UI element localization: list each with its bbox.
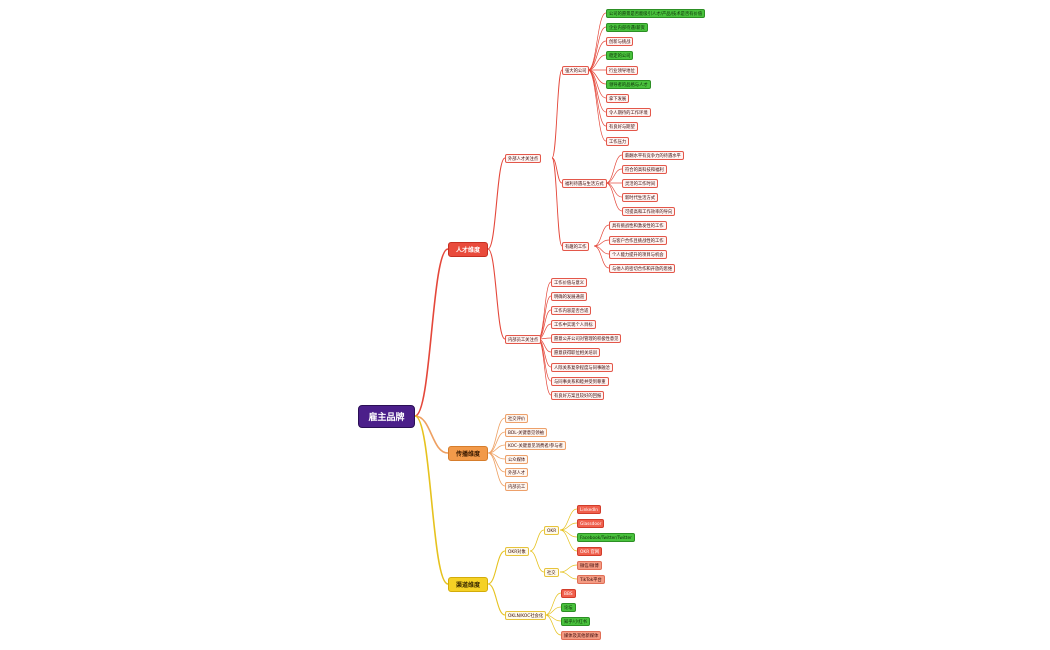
leaf[interactable]: 工作中实现个人目标 [551,320,596,329]
connector-line [587,69,607,142]
connector-line [537,338,552,396]
leaf[interactable]: 明确的发展通道 [551,292,588,301]
branch-talent[interactable]: 人才维度 [448,242,488,257]
connector-line [487,550,506,585]
node-internal-talent[interactable]: 内部员工关注点 [505,335,542,344]
leaf[interactable]: Facebook/Twitter/Twitter [577,533,635,542]
leaf[interactable]: 外部人才 [505,468,529,477]
leaf[interactable]: 创新与挑战 [606,37,634,46]
leaf[interactable]: 符合的高科技和福利 [622,165,667,174]
node-social[interactable]: 社交 [544,568,559,577]
leaf[interactable]: 可提高和工作效率的导向 [622,207,676,216]
leaf[interactable]: 企业内部待遇/薪资 [606,23,648,32]
leaf[interactable]: 具有挑战性和激发性的工作 [609,221,667,230]
connector-line [587,54,607,71]
connector-line [559,571,578,580]
node-welfare[interactable]: 福利待遇与生活方式 [562,179,607,188]
leaf[interactable]: 有良好方案且较好的回报 [551,391,605,400]
connector-line [487,583,506,616]
connector-line [593,224,610,247]
leaf[interactable]: 愿意获得职位相关培训 [551,348,600,357]
connector-line [605,182,623,212]
connector-line [605,182,623,198]
node-external-talent[interactable]: 外部人才关注点 [505,154,542,163]
node-interesting-work[interactable]: 有趣的工作 [562,242,590,251]
root-node[interactable]: 雇主品牌 [358,405,415,428]
leaf[interactable]: 公司的愿景是否能吸引人才/产品/技术是否有价值 [606,9,706,18]
leaf[interactable]: 个人能力提升的项目与机会 [609,250,667,259]
connector-line [559,529,578,552]
connector-line [414,248,449,417]
connector-line [414,415,449,454]
node-strong-company[interactable]: 强大的公司 [562,66,590,75]
connector-line [587,12,607,71]
leaf[interactable]: BDL-关键意见领袖 [505,428,547,437]
connector-line [551,69,563,159]
connector-line [537,295,552,340]
connector-line [559,522,578,531]
leaf[interactable]: Glassdoor [577,519,605,528]
connector-line [587,40,607,71]
leaf[interactable]: 令人期待的工作环境 [606,108,651,117]
branch-communication[interactable]: 传播维度 [448,446,488,461]
leaf[interactable]: 工作内容是否合适 [551,306,592,315]
connector-line [544,614,562,636]
leaf[interactable]: 有良好与期望 [606,122,638,131]
leaf[interactable]: 与他人的密切合作和开放的思维 [609,264,676,273]
leaf[interactable]: 与同事关系和睦并受到尊重 [551,377,609,386]
connector-line [587,69,607,99]
connector-line [587,26,607,71]
connector-line [487,157,506,250]
leaf[interactable]: 稳定的公司 [606,51,634,60]
connector-line [537,281,552,340]
connector-line [529,550,545,573]
connector-line [593,239,610,247]
leaf[interactable]: 领导者的品格与人才 [606,80,651,89]
leaf[interactable]: LinkedIn [577,505,602,514]
connector-line [593,245,610,269]
connector-line [587,69,607,127]
node-media[interactable]: OKLN/KOC社会化 [505,611,547,620]
leaf[interactable]: 灵活的工作时间 [622,179,659,188]
connector-line [544,606,562,616]
connector-line [414,415,449,585]
leaf[interactable]: 微信/微博 [577,561,602,570]
branch-channel[interactable]: 渠道维度 [448,577,488,592]
leaf[interactable]: 工作价值与意义 [551,278,588,287]
leaf[interactable]: BBS [561,589,576,598]
connector-line [559,564,578,573]
connector-line [487,248,506,340]
leaf[interactable]: 人际关系复杂程度与同事融洽 [551,363,613,372]
leaf[interactable]: KOC-关键意见消费者/参与者 [505,441,566,450]
connector-line [559,508,578,531]
leaf[interactable]: 媒体及其他新媒体 [561,631,602,640]
leaf[interactable]: 知乎/小红书 [561,617,590,626]
connector-line [605,168,623,184]
leaf[interactable]: 新时代生活方式 [622,193,659,202]
connector-line [487,417,506,454]
leaf[interactable]: 内部员工 [505,482,529,491]
leaf[interactable]: 行业领导地位 [606,66,638,75]
node-okr-target[interactable]: OKR对象 [505,547,529,556]
leaf[interactable]: 拿下发展 [606,94,630,103]
node-okr[interactable]: OKR [544,526,560,535]
connector-line [544,592,562,616]
leaf[interactable]: 社交评价 [505,414,529,423]
leaf[interactable]: 论坛 [561,603,576,612]
leaf[interactable]: 愿意公开公司对管理的积极性意见 [551,334,622,343]
connector-line [551,157,563,247]
leaf[interactable]: 薪酬水平有竞争力的待遇水平 [622,151,684,160]
leaf[interactable]: 工作压力 [606,137,630,146]
connector-line [487,452,506,487]
connector-line [605,154,623,184]
connector-line [529,529,545,552]
leaf[interactable]: OKR 官网 [577,547,603,556]
leaf[interactable]: TikTok平台 [577,575,605,584]
leaf[interactable]: 公众媒体 [505,455,529,464]
leaf[interactable]: 与客户合作且挑战性的工作 [609,236,667,245]
